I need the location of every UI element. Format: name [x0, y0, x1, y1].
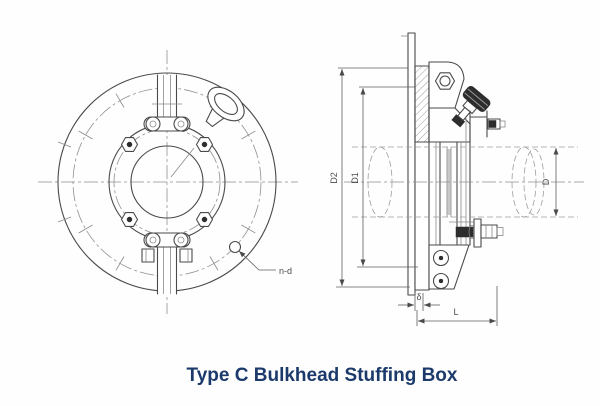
bottom-stem	[141, 246, 193, 295]
nd-leader-line	[238, 250, 276, 271]
bolt-hole	[228, 240, 242, 254]
top-stem	[152, 74, 182, 118]
gland-hex-nut	[195, 137, 214, 152]
link-bolt	[145, 232, 161, 248]
upper-gland-stud	[469, 110, 506, 138]
label-delta: δ	[416, 292, 421, 302]
link-bolt	[173, 232, 189, 248]
gland-hex-nut	[195, 212, 214, 227]
bottom-gusset	[428, 244, 470, 290]
bulkhead-plate	[407, 32, 416, 296]
bore-radius-line	[170, 147, 195, 178]
gland-and-packing	[428, 110, 471, 246]
label-d: D	[541, 178, 551, 185]
label-d2: D2	[329, 172, 339, 184]
lower-gland-stud	[449, 218, 504, 248]
dimensions: D2 D1 D δ L	[329, 67, 559, 326]
section-view: D2 D1 D δ L	[329, 32, 584, 326]
right-nut	[179, 248, 193, 263]
gland-hex-nut	[120, 212, 139, 227]
link-bolt	[145, 116, 161, 132]
bottom-link	[143, 232, 191, 248]
label-d1: D1	[350, 172, 360, 184]
grease-cup-front	[205, 86, 245, 128]
shaft-bore-circle	[130, 145, 204, 219]
left-nut	[141, 248, 155, 263]
label-l: L	[453, 307, 458, 317]
label-n-d: n-d	[279, 266, 292, 276]
grease-cup-section	[451, 85, 491, 128]
top-link	[143, 116, 191, 132]
front-view: n-d	[38, 50, 298, 314]
gland-hex-nut	[120, 137, 139, 152]
drawing-caption: Type C Bulkhead Stuffing Box	[187, 365, 458, 386]
lug-bolt	[434, 72, 456, 90]
link-bolt	[173, 116, 189, 132]
shaft-phantom	[344, 146, 584, 218]
